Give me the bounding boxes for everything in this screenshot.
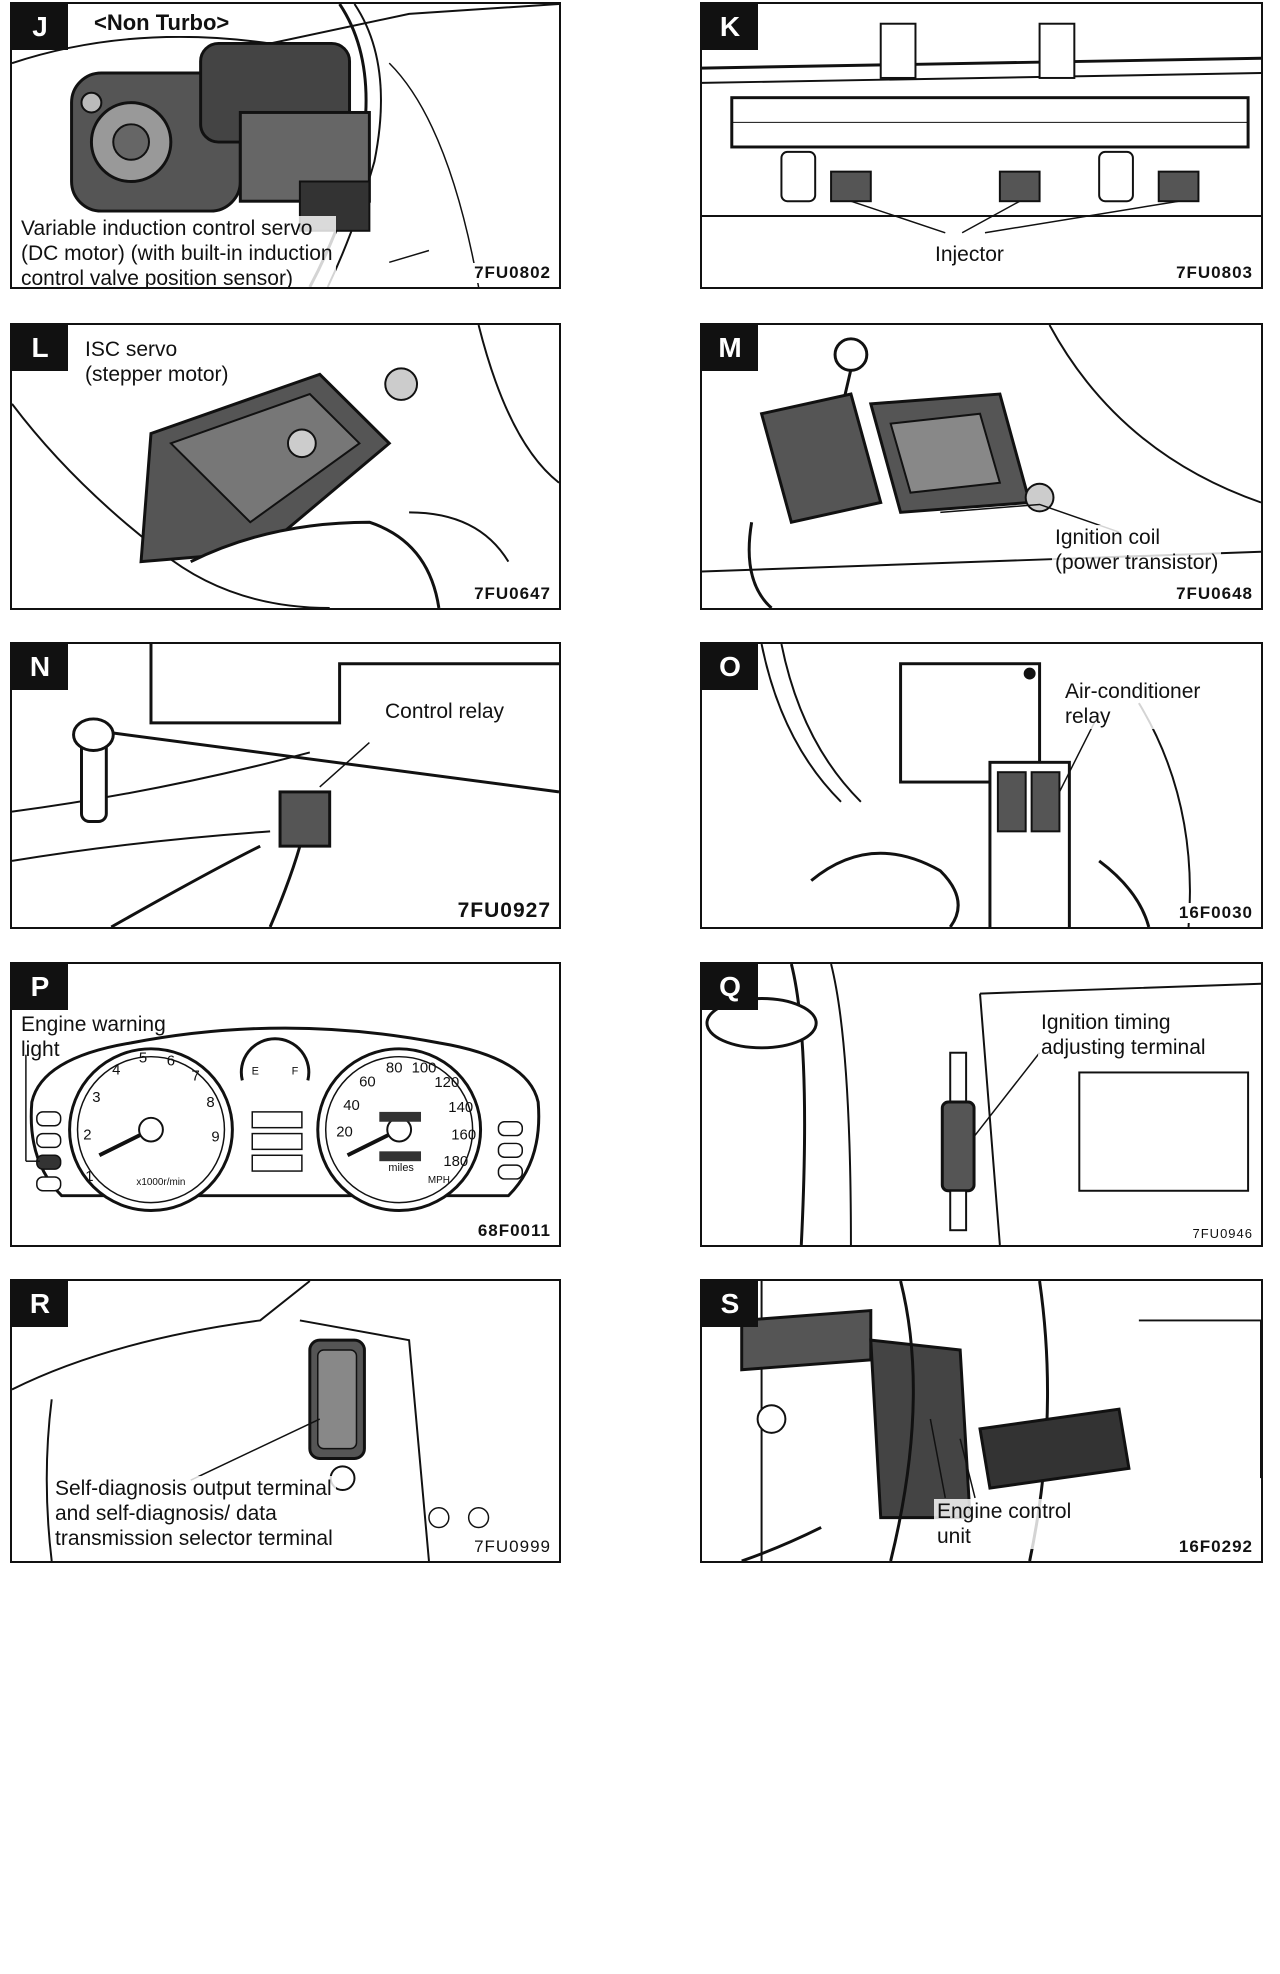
component-caption: ISC servo (stepper motor) [82,337,232,387]
figure-code: 7FU0647 [472,584,553,604]
tach-tick: 7 [192,1068,200,1084]
panel-letter: R [12,1281,68,1327]
tach-tick: 6 [167,1054,175,1070]
figure-code: 16F0292 [1176,1537,1255,1557]
figure-code: 7FU0648 [1174,584,1255,604]
panel-k: K Injector 7FU0803 [700,2,1263,289]
injector-illustration [702,22,1261,234]
panel-r: R Self-diagnosis output terminal and sel… [10,1279,561,1563]
speed-tick: 60 [359,1074,376,1090]
component-caption: Control relay [382,699,508,724]
panel-letter: Q [702,964,758,1010]
figure-code: 16F0030 [1176,903,1255,923]
servo-motor-illustration [12,4,559,287]
speed-tick: 40 [343,1098,360,1114]
variant-label: <Non Turbo> [90,10,234,36]
tach-tick: 5 [139,1051,147,1067]
component-caption: Ignition timing adjusting terminal [1038,1010,1209,1060]
panel-letter: P [12,964,68,1010]
component-caption: Injector [932,242,1007,267]
figure-code: 7FU0927 [455,899,553,923]
panel-j: J <Non Turbo> Variable induction control… [10,2,561,289]
panel-letter: M [702,325,758,371]
panel-letter: L [12,325,68,371]
speed-tick: 180 [443,1154,468,1170]
component-caption: Engine warning light [21,1013,166,1061]
panel-letter: S [702,1281,758,1327]
figure-code: 7FU0802 [472,263,553,283]
speed-tick: 160 [451,1128,476,1144]
component-caption: Air-conditioner relay [1062,679,1204,729]
tach-tick: 1 [85,1169,93,1185]
tach-tick: 3 [92,1090,100,1106]
component-caption: Engine control unit [934,1499,1075,1549]
component-caption: Self-diagnosis output terminal and self-… [52,1476,336,1551]
speed-tick: 100 [412,1060,437,1076]
speed-tick: 20 [336,1125,353,1141]
speed-tick: 80 [386,1060,403,1076]
isc-servo-illustration [12,325,559,608]
panel-letter: J [12,4,68,50]
ac-relay-illustration [760,644,1191,927]
component-caption: Ignition coil (power transistor) [1052,525,1222,575]
panel-m: M Ignition coil (power transistor) 7FU06… [700,323,1263,610]
ignition-coil-illustration [702,325,1261,608]
tach-tick: 4 [112,1062,120,1078]
tach-unit: x1000r/min [136,1177,185,1188]
speed-tick: 120 [434,1075,459,1091]
panel-q: Q Ignition timing adjusting terminal 7FU… [700,962,1263,1247]
panel-n: N Control relay 7FU0927 [10,642,561,929]
speed-unit-miles: miles [388,1162,414,1174]
tach-tick: 2 [83,1128,91,1144]
panel-p: 1 2 3 4 5 6 7 8 9 x1000r/min 20 40 60 80… [10,962,561,1247]
panel-l: L ISC servo (stepper motor) 7FU0647 [10,323,561,610]
figure-code: 7FU0999 [472,1537,553,1557]
panel-s: S Engine control unit 16F0292 [700,1279,1263,1563]
panel-letter: K [702,4,758,50]
diagnosis-connector-illustration [12,1281,490,1561]
panel-o: O Air-conditioner relay 16F0030 [700,642,1263,929]
instrument-cluster-illustration: 1 2 3 4 5 6 7 8 9 x1000r/min 20 40 60 80… [25,1026,541,1212]
figure-code: 7FU0803 [1174,263,1255,283]
control-relay-illustration [12,644,559,927]
speed-tick: 140 [448,1100,473,1116]
panel-letter: O [702,644,758,690]
figure-code: 68F0011 [475,1221,553,1241]
fuel-empty-mark: E [252,1065,259,1077]
component-caption: Variable induction control servo (DC mot… [18,216,336,287]
tach-tick: 8 [206,1095,214,1111]
panel-letter: N [12,644,68,690]
fuel-full-mark: F [292,1065,299,1077]
figure-code: 7FU0946 [1190,1226,1255,1241]
ecu-illustration [740,1281,1261,1561]
speed-unit-mph: MPH [428,1175,450,1186]
timing-terminal-illustration [705,964,1261,1245]
tach-tick: 9 [211,1130,219,1146]
